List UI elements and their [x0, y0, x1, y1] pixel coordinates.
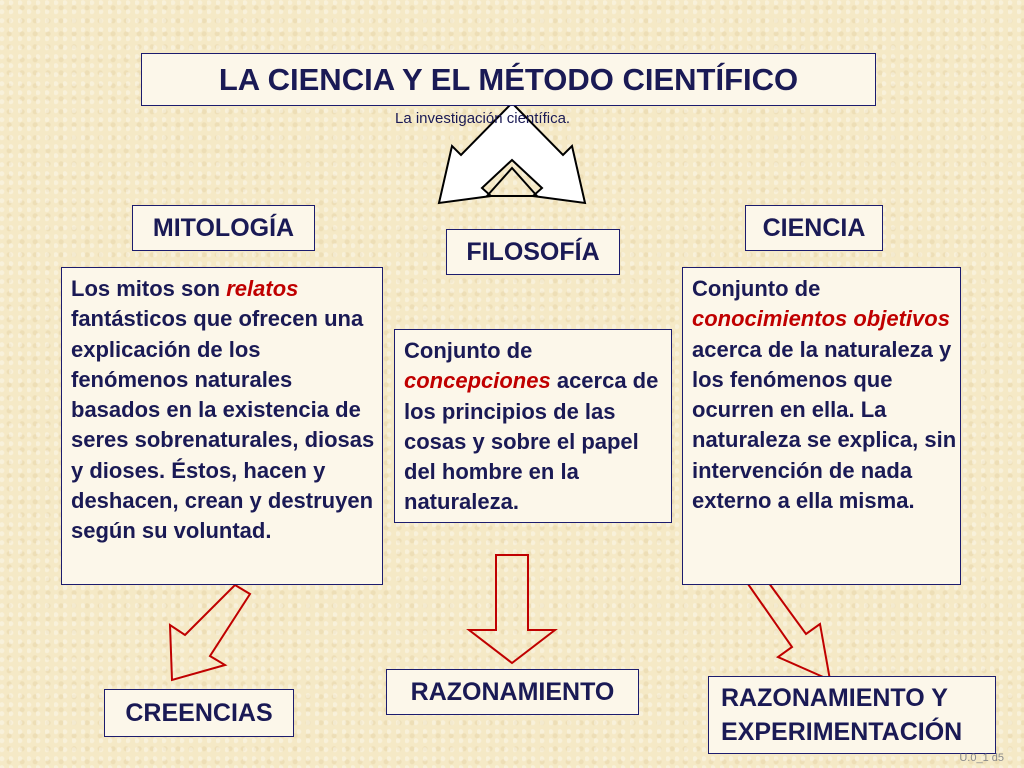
split-arrow — [437, 101, 587, 205]
ciencia-text-pre: Conjunto de — [692, 276, 821, 301]
razonamiento-experimentacion-line1: RAZONAMIENTO Y — [721, 684, 948, 712]
arrow-to-creencias — [168, 583, 252, 682]
mitologia-text-post: fantásticos que ofrecen una explicación … — [71, 306, 375, 544]
ciencia-text-post: acerca de la naturaleza y los fenómenos … — [692, 336, 957, 514]
mitologia-label: MITOLOGÍA — [132, 205, 315, 251]
razonamiento-experimentacion-line2: EXPERIMENTACIÓN — [721, 718, 963, 746]
filosofia-text-post: acerca de los principios de las cosas y … — [404, 368, 659, 515]
slide-number: U.0_1 d5 — [959, 752, 1004, 764]
arrow-to-razonamiento — [466, 554, 558, 665]
creencias-label: CREENCIAS — [104, 689, 294, 737]
mitologia-description: Los mitos son relatos fantásticos que of… — [61, 267, 383, 585]
filosofia-description: Conjunto de concepciones acerca de los p… — [394, 329, 672, 523]
ciencia-description: Conjunto de conocimientos objetivos acer… — [682, 267, 961, 585]
split-arrow-inner — [484, 166, 540, 197]
ciencia-text-emphasis: conocimientos objetivos — [692, 306, 950, 332]
filosofia-text-pre: Conjunto de — [404, 338, 533, 363]
razonamiento-label: RAZONAMIENTO — [386, 669, 639, 715]
razonamiento-experimentacion-label: RAZONAMIENTO Y EXPERIMENTACIÓN — [708, 676, 996, 754]
mitologia-text-pre: Los mitos son — [71, 276, 227, 301]
mitologia-text-emphasis: relatos — [226, 276, 299, 301]
filosofia-text-emphasis: concepciones — [404, 368, 551, 394]
filosofia-label: FILOSOFÍA — [446, 229, 620, 275]
subtitle: La investigación científica. — [395, 110, 571, 127]
page-title: LA CIENCIA Y EL MÉTODO CIENTÍFICO — [141, 53, 876, 106]
ciencia-label: CIENCIA — [745, 205, 883, 251]
arrow-to-experimentacion — [746, 573, 832, 682]
